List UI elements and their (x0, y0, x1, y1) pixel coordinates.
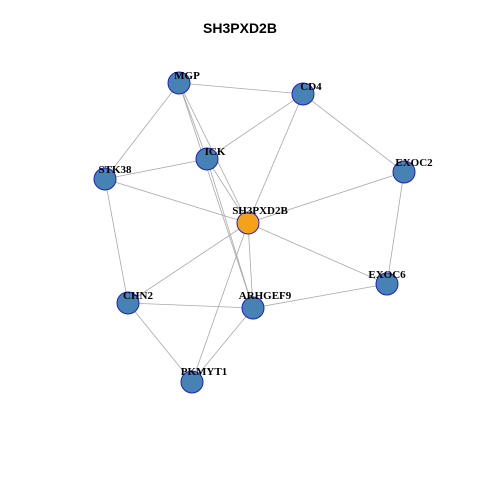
edge-cd4-ick (206, 93, 304, 160)
node-exoc6 (375, 272, 399, 296)
node-pkmyt1 (180, 370, 204, 394)
edge-exoc2-exoc6 (386, 171, 405, 285)
edge-mgp-cd4 (178, 82, 304, 95)
node-label-cd4: CD4 (300, 81, 322, 93)
edge-sh3pxd2b-chn2 (127, 222, 249, 304)
edge-layer (104, 82, 405, 383)
edge-ick-sh3pxd2b (206, 158, 249, 224)
edge-sh3pxd2b-arhgef9 (247, 222, 254, 309)
edge-mgp-stk38 (104, 82, 180, 180)
node-label-ick: ICK (205, 146, 226, 158)
node-sh3pxd2b (236, 211, 260, 235)
edge-exoc6-sh3pxd2b (247, 222, 388, 285)
node-cd4 (291, 82, 315, 106)
node-label-sh3pxd2b: SH3PXD2B (232, 205, 288, 217)
node-label-stk38: STK38 (98, 164, 132, 176)
edge-cd4-exoc2 (302, 93, 405, 173)
graph-title: SH3PXD2B (203, 20, 277, 36)
node-chn2 (116, 291, 140, 315)
node-label-arhgef9: ARHGEF9 (239, 290, 292, 302)
node-mgp (167, 71, 191, 95)
edge-mgp-ick (178, 82, 208, 160)
node-label-exoc6: EXOC6 (368, 269, 406, 281)
edge-stk38-sh3pxd2b (104, 178, 249, 224)
node-label-pkmyt1: PKMYT1 (181, 366, 227, 378)
edge-exoc2-sh3pxd2b (247, 171, 405, 224)
edge-mgp-arhgef9 (178, 82, 254, 309)
edge-arhgef9-pkmyt1 (191, 307, 254, 383)
edge-stk38-chn2 (104, 178, 129, 304)
node-label-mgp: MGP (174, 70, 200, 82)
node-layer (93, 71, 416, 394)
edge-exoc6-arhgef9 (252, 283, 388, 309)
edge-ick-stk38 (104, 158, 208, 180)
node-stk38 (93, 167, 117, 191)
node-label-exoc2: EXOC2 (395, 157, 433, 169)
node-label-chn2: CHN2 (123, 290, 153, 302)
edge-sh3pxd2b-pkmyt1 (191, 222, 249, 383)
edge-cd4-sh3pxd2b (247, 93, 304, 224)
edge-chn2-arhgef9 (127, 302, 254, 309)
edge-ick-arhgef9 (206, 158, 254, 309)
node-ick (195, 147, 219, 171)
edge-chn2-pkmyt1 (127, 302, 193, 383)
node-exoc2 (392, 160, 416, 184)
node-arhgef9 (241, 296, 265, 320)
